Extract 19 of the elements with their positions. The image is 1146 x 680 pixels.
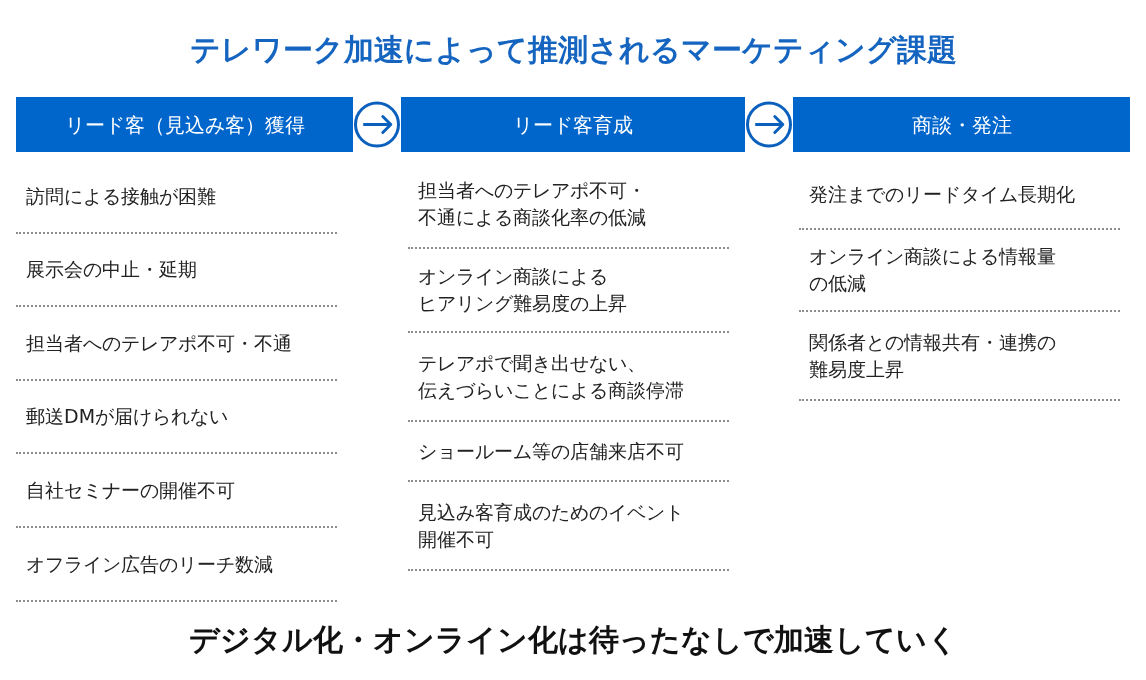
issue-text: 担当者へのテレアポ不可・不通 <box>26 330 292 356</box>
issue-text: 担当者へのテレアポ不可・不通による商談化率の低減 <box>418 178 646 230</box>
issue-text: 自社セミナーの開催不可 <box>26 477 235 503</box>
issue-text: 訪問による接触が困難 <box>26 184 216 209</box>
title: テレワーク加速によって推測されるマーケティング課題 <box>189 32 957 68</box>
issue-text: テレアポで聞き出せない、伝えづらいことによる商談停滞 <box>418 350 684 403</box>
issue-text: 展示会の中止・延期 <box>26 257 197 282</box>
issue-text: 郵送DMが届けられない <box>26 404 229 429</box>
caption: デジタル化・オンライン化は待ったなしで加速していく <box>188 622 958 658</box>
issue-text: 関係者との情報共有・連携の難易度上昇 <box>809 329 1056 382</box>
stage-header: リード客（見込み客）獲得 <box>16 97 353 152</box>
issue-text: オフライン広告のリーチ数減 <box>26 551 273 577</box>
issue-text: 見込み客育成のためのイベント開催不可 <box>418 499 684 552</box>
issue-text: 発注までのリードタイム長期化 <box>809 182 1075 207</box>
stage-header: 商談・発注 <box>793 97 1130 152</box>
stage-header: リード客育成 <box>401 97 745 152</box>
issue-text: オンライン商談によるヒアリング難易度の上昇 <box>418 264 627 316</box>
issue-text: オンライン商談による情報量の低減 <box>809 244 1056 296</box>
issue-text: ショールーム等の店舗来店不可 <box>418 438 684 464</box>
